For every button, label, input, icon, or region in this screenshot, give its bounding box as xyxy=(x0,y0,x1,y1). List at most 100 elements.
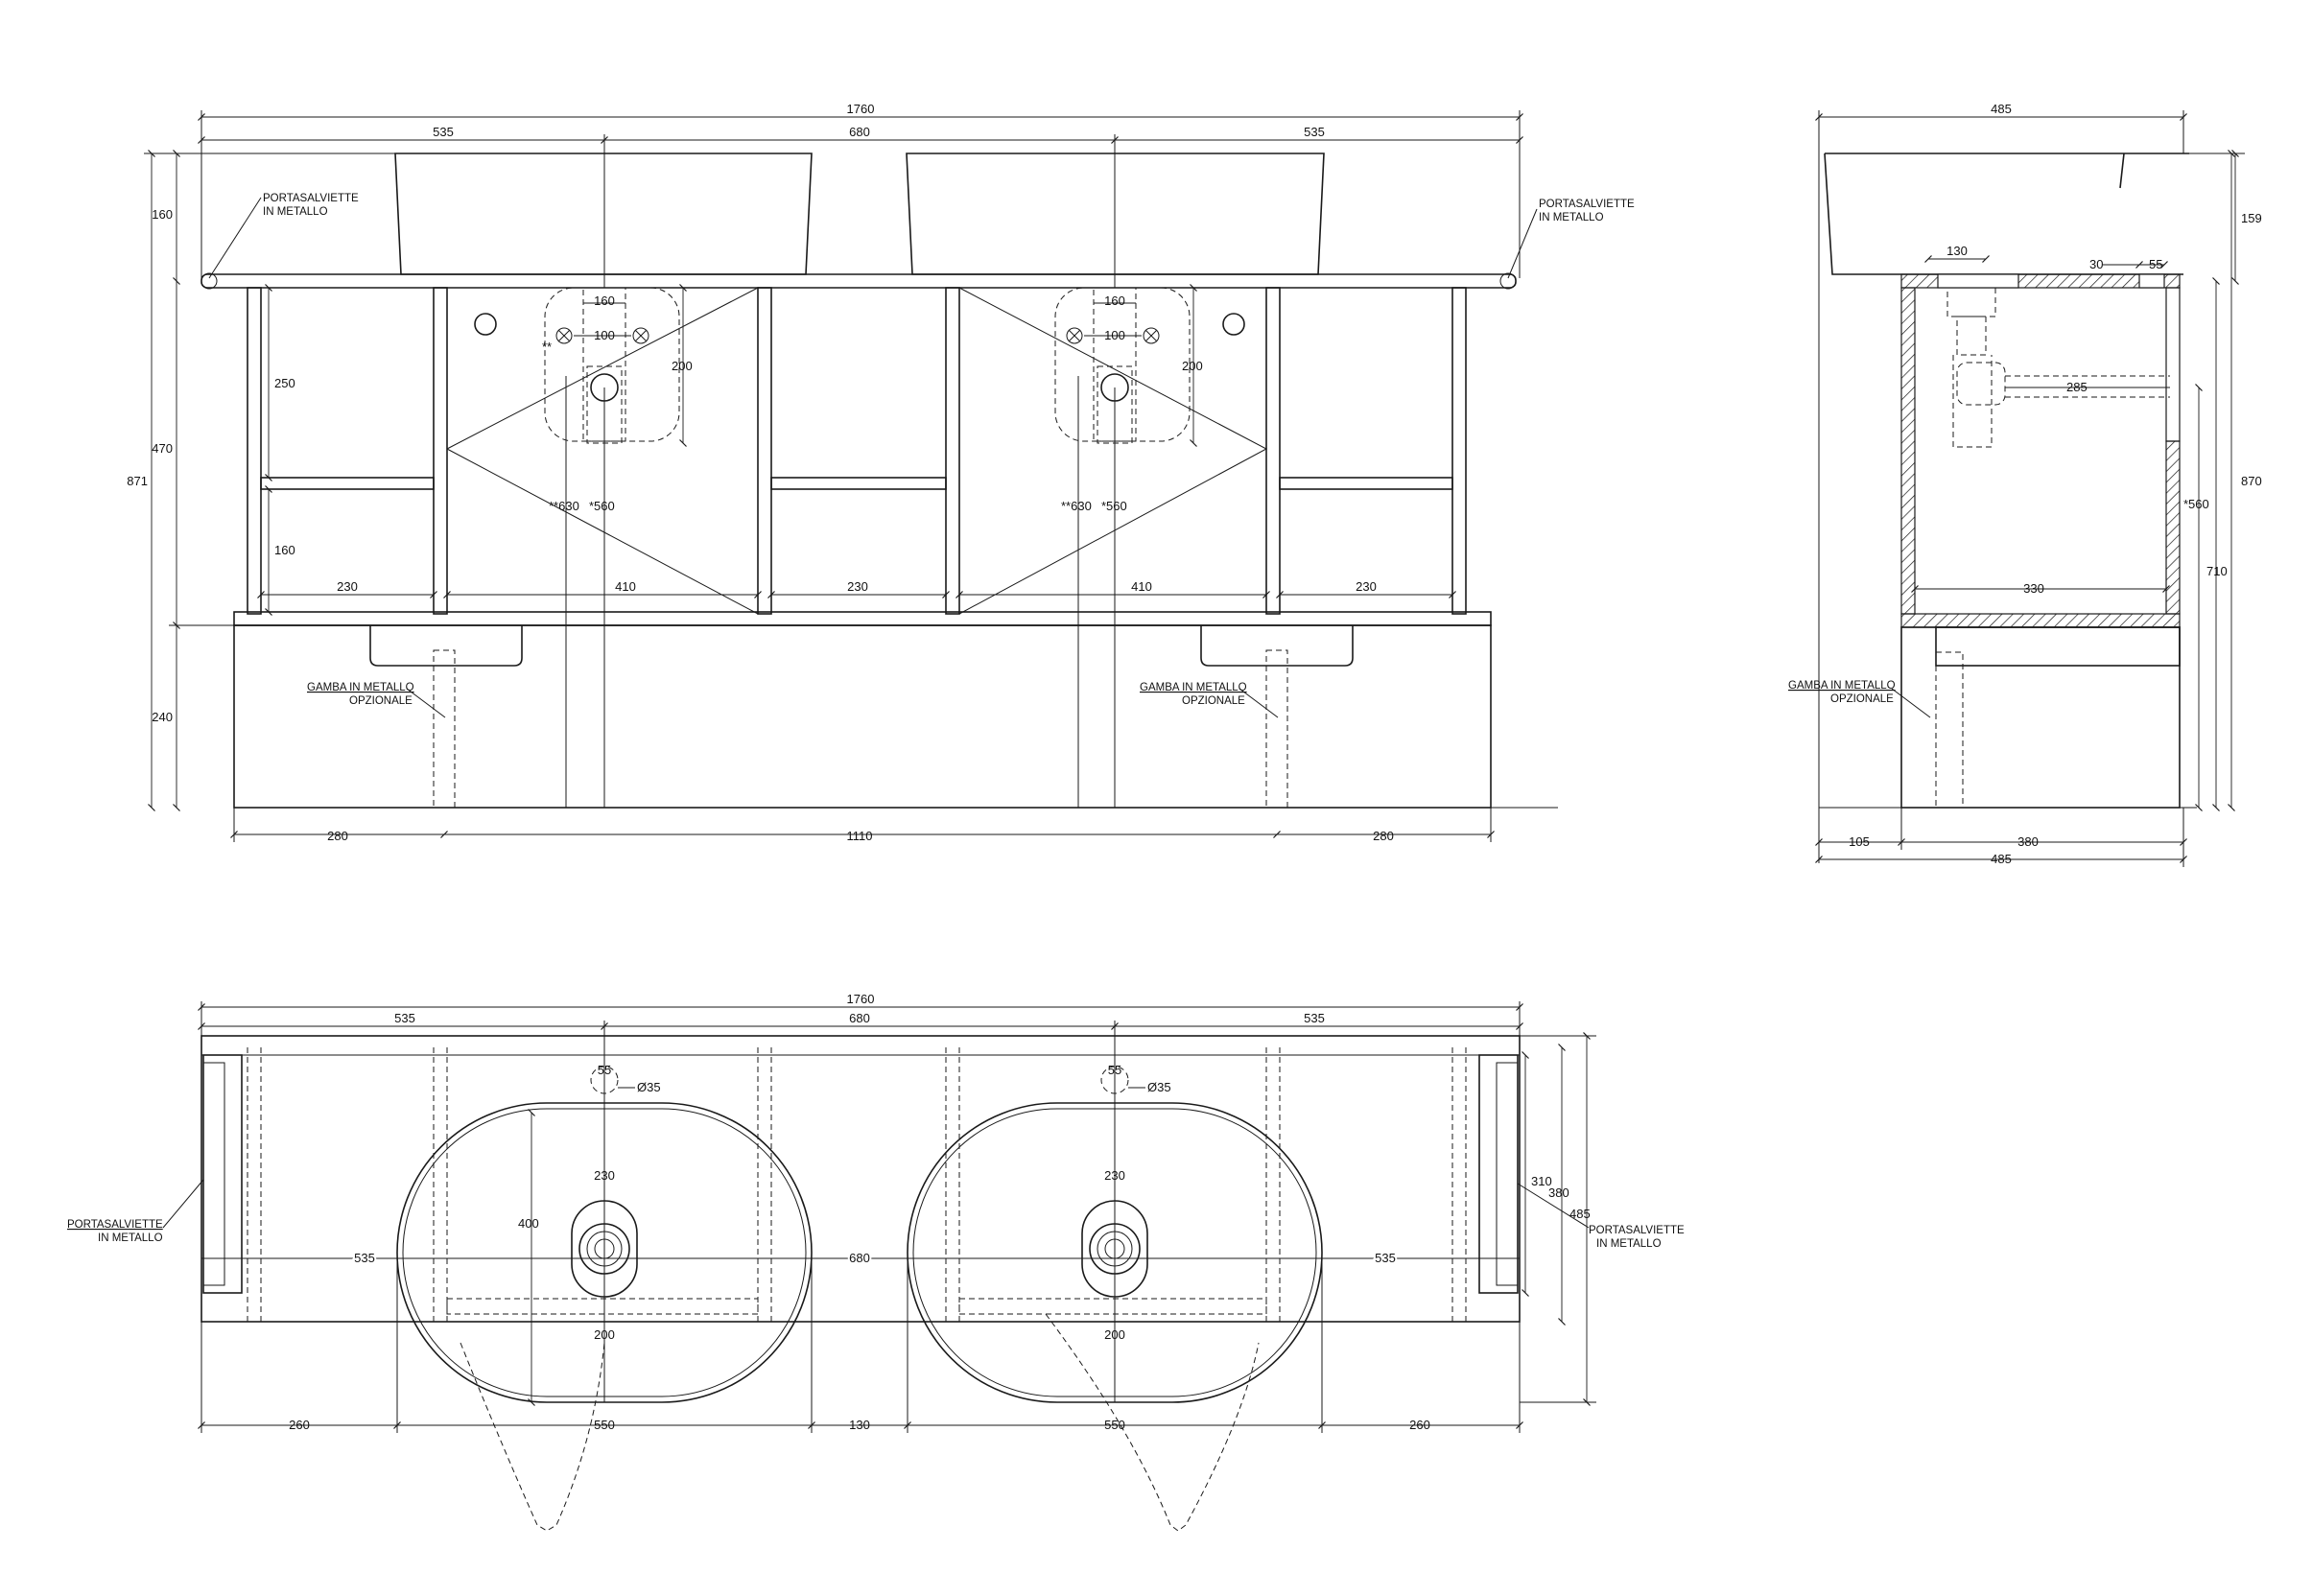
dim-side-shelf-depth: 330 xyxy=(2023,581,2044,596)
dim-front-left-offset: 535 xyxy=(433,125,454,139)
plan-view: 1760 535 680 535 55 Ø35 55 Ø35 400 230 2… xyxy=(67,992,1685,1532)
note-side-leg-1: GAMBA IN METALLO xyxy=(1788,680,1896,692)
dim-plan-front-drain-left: 230 xyxy=(594,1168,615,1183)
dim-side-trap-depth: 285 xyxy=(2066,380,2088,394)
dim-plan-basin-depth: 400 xyxy=(518,1216,539,1231)
front-frame xyxy=(233,287,1492,809)
plan-dimensions: 1760 535 680 535 55 Ø35 55 Ø35 400 230 2… xyxy=(198,992,1596,1433)
dim-front-right-inner: 410 xyxy=(1131,579,1152,594)
note-front-towel-rail-right-2: IN METALLO xyxy=(1539,212,1604,223)
dim-side-tap-gap: 30 xyxy=(2089,257,2103,271)
front-notes: PORTASALVIETTE IN METALLO PORTASALVIETTE… xyxy=(208,193,1635,718)
dim-side-wall-offset: 105 xyxy=(1849,834,1870,849)
dim-side-560: *560 xyxy=(2183,497,2209,511)
dim-front-560-right: *560 xyxy=(1101,499,1127,513)
dim-front-total-height: 871 xyxy=(127,474,148,488)
dim-plan-mid-left: 535 xyxy=(354,1251,375,1265)
note-front-leg-left-2: OPZIONALE xyxy=(349,695,413,707)
front-left-optional-leg xyxy=(433,649,456,809)
plan-top-slab xyxy=(201,1035,1521,1323)
dim-side-frame-depth: 380 xyxy=(2017,834,2039,849)
plan-right-towel-rail xyxy=(1478,1054,1519,1294)
dim-front-basin-height: 160 xyxy=(152,207,173,222)
plan-frame xyxy=(247,1047,1467,1323)
note-plan-rail-right-1: PORTASALVIETTE xyxy=(1589,1225,1685,1236)
dim-front-foot-span: 1110 xyxy=(847,829,873,843)
dim-front-shelf-upper: 250 xyxy=(274,376,295,390)
note-front-towel-rail-left-1: PORTASALVIETTE xyxy=(263,193,359,204)
dim-front-560-left: *560 xyxy=(589,499,615,513)
front-right-optional-leg xyxy=(1265,649,1288,809)
dim-front-overall: 1760 xyxy=(847,102,875,116)
dim-plan-mid-center: 680 xyxy=(849,1251,870,1265)
dim-front-frame-height: 470 xyxy=(152,441,173,456)
side-shelf xyxy=(1900,613,2181,628)
dim-plan-center: 680 xyxy=(849,1011,870,1025)
front-top-slab xyxy=(201,273,1517,289)
note-front-towel-rail-left-2: IN METALLO xyxy=(263,206,328,218)
side-dimensions: 485 159 870 130 30 55 285 *560 710 330 1… xyxy=(1815,102,2262,867)
dim-plan-top-depth: 485 xyxy=(1569,1207,1591,1221)
dim-plan-edge-right: 260 xyxy=(1409,1418,1430,1432)
dim-plan-tap-offset-right: 55 xyxy=(1108,1063,1121,1077)
dim-plan-tap-diameter-right: Ø35 xyxy=(1147,1080,1171,1094)
plan-notes: PORTASALVIETTE IN METALLO PORTASALVIETTE… xyxy=(67,1179,1685,1250)
dim-side-top-depth: 485 xyxy=(1991,102,2012,116)
dim-side-frame-height: 710 xyxy=(2206,564,2228,578)
note-front-towel-rail-right-1: PORTASALVIETTE xyxy=(1539,199,1635,210)
dim-side-total-height: 870 xyxy=(2241,474,2262,488)
front-view: 1760 535 680 535 871 160 470 240 250 16 xyxy=(127,102,1635,843)
note-front-leg-left-1: GAMBA IN METALLO xyxy=(307,682,414,693)
dim-plan-overall: 1760 xyxy=(847,992,875,1006)
note-plan-rail-right-2: IN METALLO xyxy=(1596,1238,1662,1250)
dim-plan-edge-left: 260 xyxy=(289,1418,310,1432)
dim-plan-drain-back-left: 200 xyxy=(594,1327,615,1342)
dim-front-630-left: **630 xyxy=(549,499,579,513)
dim-front-foot-right: 280 xyxy=(1373,829,1394,843)
dim-side-waste-width: 130 xyxy=(1946,244,1968,258)
dim-front-right-offset: 535 xyxy=(1304,125,1325,139)
dim-front-right-bay: 230 xyxy=(1356,579,1377,594)
dim-side-basin-height: 159 xyxy=(2241,211,2262,225)
dim-front-tap-spacing-left: 100 xyxy=(594,328,615,342)
front-right-waste xyxy=(1054,287,1191,444)
dim-front-waste-width-right: 160 xyxy=(1104,293,1125,308)
dim-front-center: 680 xyxy=(849,125,870,139)
dim-front-left-bay: 230 xyxy=(337,579,358,594)
dim-plan-frame-depth: 380 xyxy=(1548,1185,1569,1200)
dim-front-waste-height-left: 200 xyxy=(672,359,693,373)
dim-plan-tap-diameter-left: Ø35 xyxy=(637,1080,661,1094)
dim-front-630-right: **630 xyxy=(1061,499,1092,513)
side-notes: GAMBA IN METALLO OPZIONALE xyxy=(1788,680,1931,718)
dim-plan-basin-width-right: 550 xyxy=(1104,1418,1125,1432)
dim-plan-basin-width-left: 550 xyxy=(594,1418,615,1432)
dim-front-tap-spacing-right: 100 xyxy=(1104,328,1125,342)
note-front-leg-right-2: OPZIONALE xyxy=(1182,695,1245,707)
dim-front-left-inner: 410 xyxy=(615,579,636,594)
front-left-basin xyxy=(394,153,813,275)
dim-plan-tap-offset-left: 55 xyxy=(598,1063,611,1077)
front-left-leg-bracket xyxy=(369,625,523,667)
dim-plan-left-offset: 535 xyxy=(394,1011,415,1025)
side-view: 485 159 870 130 30 55 285 *560 710 330 1… xyxy=(1788,102,2262,867)
dim-side-tap-offset: 55 xyxy=(2149,257,2162,271)
dim-front-foot-left: 280 xyxy=(327,829,348,843)
dim-plan-basin-gap: 130 xyxy=(849,1418,870,1432)
dim-front-center-bay: 230 xyxy=(847,579,868,594)
note-front-leg-right-1: GAMBA IN METALLO xyxy=(1140,682,1247,693)
dim-plan-rail-width: 310 xyxy=(1531,1174,1552,1188)
dim-front-double-star: ** xyxy=(542,340,552,354)
side-trap xyxy=(1946,287,2170,448)
front-left-waste xyxy=(544,287,680,444)
dim-plan-right-offset: 535 xyxy=(1304,1011,1325,1025)
dim-plan-mid-right: 535 xyxy=(1375,1251,1396,1265)
dim-front-waste-width-left: 160 xyxy=(594,293,615,308)
dim-front-waste-height-right: 200 xyxy=(1182,359,1203,373)
dim-front-leg-height: 240 xyxy=(152,710,173,724)
dim-front-shelf-lower: 160 xyxy=(274,543,295,557)
dim-side-bottom-depth: 485 xyxy=(1991,852,2012,866)
note-side-leg-2: OPZIONALE xyxy=(1830,693,1894,705)
dim-plan-drain-back-right: 200 xyxy=(1104,1327,1125,1342)
front-dimensions: 1760 535 680 535 871 160 470 240 250 16 xyxy=(127,102,1523,843)
